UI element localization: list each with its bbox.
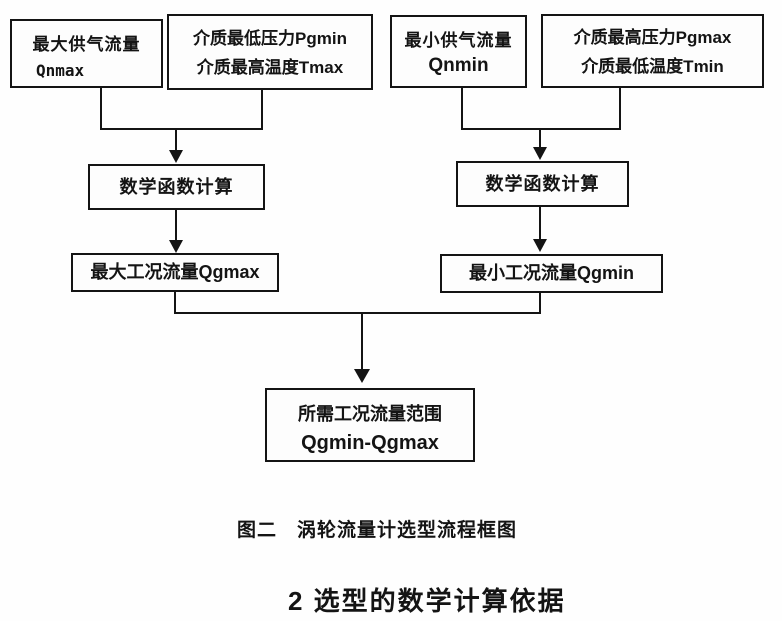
node-symbol-qnmin: Qnmin (428, 55, 489, 76)
node-label: 最小工况流量Qgmin (469, 263, 634, 283)
node-math-function-calc-left: 数学函数计算 (88, 164, 265, 210)
node-math-function-calc-right: 数学函数计算 (456, 161, 629, 207)
node-required-flow-range: 所需工况流量范围 Qgmin-Qgmax (265, 388, 475, 462)
node-max-working-flow-qgmax: 最大工况流量Qgmax (71, 253, 279, 292)
section-heading: 2 选型的数学计算依据 (288, 586, 566, 616)
connector-line (261, 90, 263, 130)
connector-line (100, 128, 263, 130)
node-label: 最小供气流量 (404, 31, 513, 50)
connector-line (619, 88, 621, 130)
node-symbol-range: Qgmin-Qgmax (301, 432, 439, 454)
connector-line (174, 312, 541, 314)
node-label: 介质最高压力Pgmax (573, 28, 732, 47)
connector-line (361, 314, 363, 370)
arrow-down-icon (169, 240, 183, 253)
node-label: 数学函数计算 (485, 174, 600, 194)
connector-line (174, 292, 176, 314)
node-min-supply-flow: 最小供气流量 Qnmin (390, 15, 527, 88)
connector-line (461, 128, 621, 130)
node-min-working-flow-qgmin: 最小工况流量Qgmin (440, 254, 663, 293)
arrow-down-icon (533, 239, 547, 252)
node-label: 所需工况流量范围 (298, 404, 442, 424)
node-max-supply-flow: 最大供气流量 Qnmax (10, 19, 163, 88)
node-label: 最大工况流量Qgmax (90, 262, 260, 282)
node-label: 介质最低压力Pgmin (193, 29, 347, 48)
arrow-down-icon (533, 147, 547, 160)
connector-line (175, 210, 177, 241)
arrow-down-icon (354, 369, 370, 383)
node-max-pressure-min-temp: 介质最高压力Pgmax 介质最低温度Tmin (541, 14, 764, 88)
node-label: 数学函数计算 (119, 177, 234, 197)
arrow-down-icon (169, 150, 183, 163)
connector-line (539, 207, 541, 240)
node-symbol-qnmax: Qnmax (36, 61, 85, 80)
node-label: 最大供气流量 (32, 35, 141, 54)
connector-line (100, 88, 102, 130)
connector-line (461, 88, 463, 130)
connector-line (175, 130, 177, 151)
node-min-pressure-max-temp: 介质最低压力Pgmin 介质最高温度Tmax (167, 14, 373, 90)
node-label: 介质最低温度Tmin (581, 57, 724, 76)
figure-caption: 图二 涡轮流量计选型流程框图 (237, 520, 518, 541)
connector-line (539, 130, 541, 148)
connector-line (539, 293, 541, 314)
node-label: 介质最高温度Tmax (196, 58, 344, 77)
